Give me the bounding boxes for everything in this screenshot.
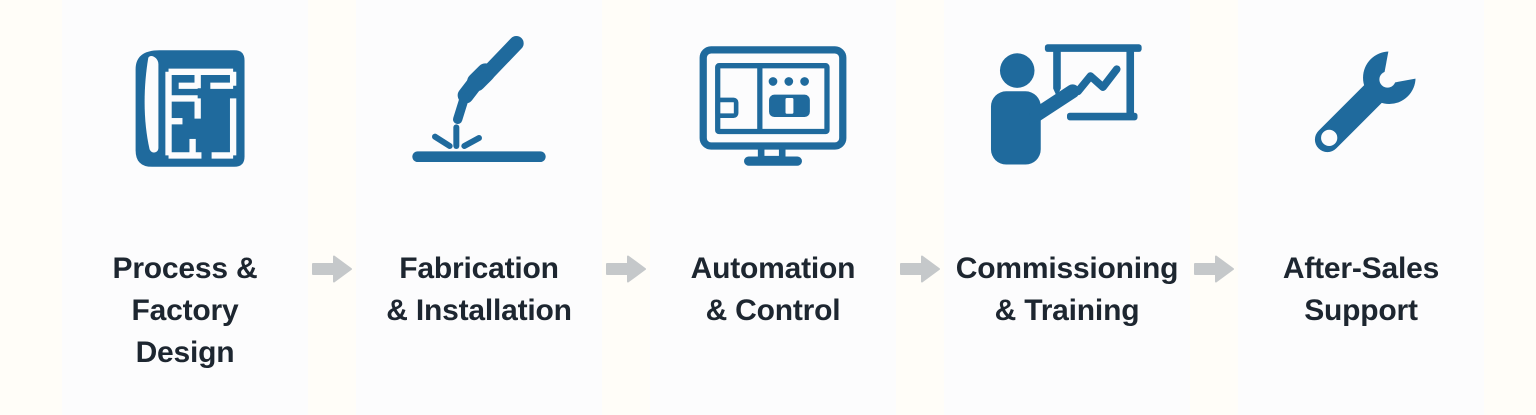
wrench-icon xyxy=(1238,0,1484,212)
step-label: Automation & Control xyxy=(691,248,856,332)
step-commissioning-training: Commissioning & Training xyxy=(944,0,1190,415)
label-line: Automation xyxy=(690,252,856,285)
step-automation-control: Automation & Control xyxy=(650,0,896,415)
flow-arrow-icon xyxy=(896,0,944,415)
monitor-control-icon xyxy=(650,0,896,212)
step-label: Process & Factory Design xyxy=(113,248,258,374)
step-process-factory-design: Process & Factory Design xyxy=(62,0,308,415)
label-line: Support xyxy=(1304,294,1418,327)
flow-arrow-icon xyxy=(602,0,650,415)
step-label: After-Sales Support xyxy=(1283,248,1439,332)
step-label: Commissioning & Training xyxy=(955,248,1179,332)
flow-arrow-icon xyxy=(1190,0,1238,415)
label-line: & Installation xyxy=(386,294,572,327)
flow-arrow-icon xyxy=(308,0,356,415)
label-line: After-Sales xyxy=(1282,252,1440,285)
label-line: Factory xyxy=(131,294,239,327)
step-label: Fabrication & Installation xyxy=(386,248,572,332)
label-line: Design xyxy=(135,336,235,369)
label-line: Fabrication xyxy=(399,252,559,285)
step-fabrication-installation: Fabrication & Installation xyxy=(356,0,602,415)
label-line: Commissioning xyxy=(955,252,1179,285)
label-line: & Training xyxy=(994,294,1140,327)
label-line: Process & xyxy=(112,252,258,285)
step-after-sales-support: After-Sales Support xyxy=(1238,0,1484,415)
blueprint-icon xyxy=(62,0,308,212)
welding-torch-icon xyxy=(356,0,602,212)
presenter-whiteboard-icon xyxy=(944,0,1190,212)
label-line: & Control xyxy=(705,294,841,327)
